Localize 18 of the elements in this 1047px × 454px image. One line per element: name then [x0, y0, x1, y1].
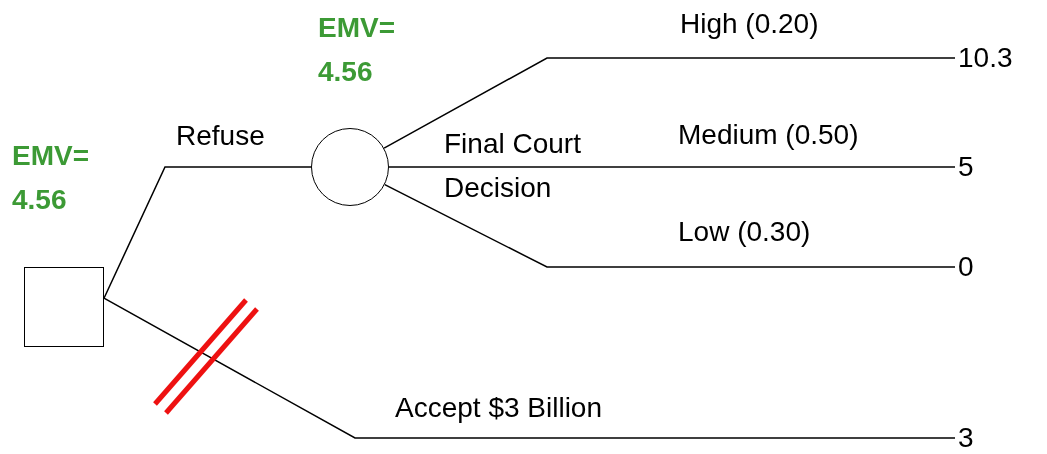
- edge-label: Low (0.30): [678, 215, 811, 249]
- node-caption: Final Court Decision: [444, 127, 582, 205]
- edge-label: High (0.20): [680, 7, 819, 41]
- decision-square: [24, 267, 104, 347]
- payoff-value: 3: [958, 416, 974, 454]
- edge-label: Refuse: [176, 119, 265, 153]
- branch-line: [388, 166, 956, 168]
- payoff-value: 0: [958, 245, 974, 289]
- branch-line: [383, 57, 956, 149]
- payoff-value: 5: [958, 145, 974, 189]
- payoff-value: 10.3: [958, 36, 1013, 80]
- branch-line: [103, 297, 956, 439]
- edge-label: Medium (0.50): [678, 118, 859, 152]
- emv-label: EMV= 4.56: [12, 139, 91, 217]
- emv-label: EMV= 4.56: [318, 11, 397, 89]
- edge-label: Accept $3 Billion: [395, 391, 602, 425]
- branch-line: [384, 183, 956, 268]
- branch-line: [103, 166, 312, 299]
